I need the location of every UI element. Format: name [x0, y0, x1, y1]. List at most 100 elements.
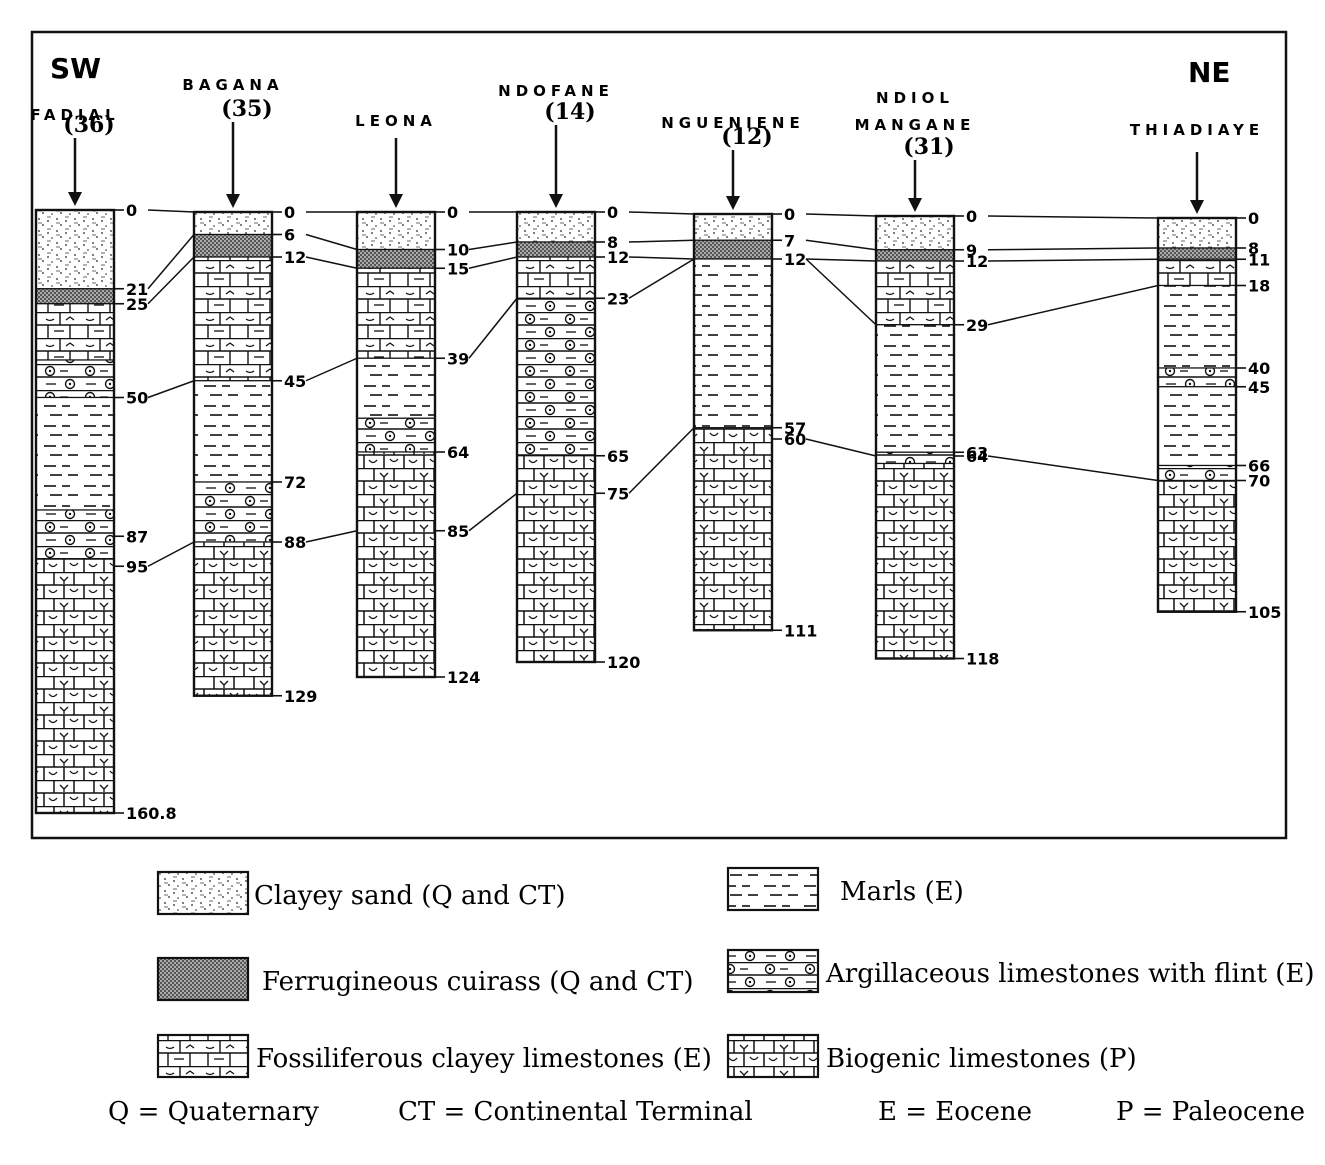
layer-marls [875, 324, 955, 453]
correlation-line [628, 427, 695, 494]
correlation-line [805, 258, 877, 326]
correlation-line [147, 256, 195, 305]
abbreviation-label: P = Paleocene [1116, 1097, 1305, 1127]
layer-fossiliferous [516, 256, 596, 299]
layer-marls [693, 258, 773, 429]
correlation-line [147, 209, 195, 213]
diagram-frame [30, 30, 1288, 840]
abbreviation-label: CT = Continental Terminal [398, 1097, 753, 1127]
correlation-line [468, 297, 518, 359]
well-arrow-head-icon [1190, 200, 1204, 214]
correlation-line [628, 256, 695, 260]
depth-label: 60 [784, 430, 806, 449]
layer-marls [1157, 284, 1237, 369]
layer-cuirass [1157, 247, 1237, 260]
depth-label: 105 [1248, 603, 1281, 622]
layer-clayey_sand [1157, 217, 1237, 249]
depth-label: 11 [1248, 250, 1270, 269]
layer-biogenic [35, 558, 115, 814]
legend-swatch-fossiliferous [156, 1033, 250, 1079]
abbreviation-label: Q = Quaternary [108, 1097, 319, 1127]
legend-swatch-cuirass [156, 956, 250, 1002]
depth-label: 18 [1248, 277, 1270, 296]
depth-label: 95 [126, 557, 148, 576]
depth-label: 8 [1248, 239, 1259, 258]
well-name: BAGANA [182, 76, 283, 94]
layer-cuirass [356, 248, 436, 269]
correlation-line [628, 211, 695, 215]
correlation-line [987, 247, 1159, 251]
layer-biogenic [516, 455, 596, 663]
layer-cuirass [193, 233, 273, 258]
depth-label: 118 [966, 650, 999, 669]
depth-label: 12 [784, 250, 806, 269]
layer-argillaceous_flint [875, 451, 955, 465]
well-arrow-head-icon [549, 194, 563, 208]
depth-label: 88 [284, 533, 306, 552]
depth-label: 0 [284, 203, 295, 222]
legend-label: Fossiliferous clayey limestones (E) [256, 1044, 712, 1074]
well-arrow-head-icon [68, 192, 82, 206]
well-number: (36) [63, 112, 114, 138]
depth-label: 63 [966, 443, 988, 462]
layer-argillaceous_flint [1157, 367, 1237, 388]
legend-label: Biogenic limestones (P) [826, 1044, 1137, 1074]
correlation-line [987, 258, 1159, 262]
well-name: NDIOL [876, 89, 954, 107]
depth-label: 40 [1248, 359, 1270, 378]
depth-label: 21 [126, 280, 148, 299]
correlation-line [805, 213, 877, 217]
depth-label: 57 [784, 419, 806, 438]
layer-biogenic [1157, 479, 1237, 613]
depth-label: 45 [284, 372, 306, 391]
layer-marls [1157, 386, 1237, 467]
well-outline [34, 208, 116, 815]
well-outline [192, 210, 274, 697]
well-name: THIADIAYE [1130, 121, 1264, 139]
layer-argillaceous_flint [516, 297, 596, 457]
legend-label: Marls (E) [840, 877, 964, 907]
well-number: (14) [544, 99, 595, 125]
correlation-lines [147, 209, 1159, 567]
depth-label: 0 [1248, 209, 1259, 228]
depth-label: 160.8 [126, 804, 177, 823]
depth-label: 64 [966, 447, 988, 466]
depth-label: 6 [284, 226, 295, 245]
layer-marls [356, 357, 436, 419]
layer-fossiliferous [35, 303, 115, 361]
layer-clayey_sand [516, 211, 596, 243]
depth-label: 12 [284, 248, 306, 267]
depth-label: 70 [1248, 472, 1270, 491]
depth-label: 124 [447, 668, 480, 687]
depth-label: 85 [447, 522, 469, 541]
depth-label: 120 [607, 653, 640, 672]
depth-label: 25 [126, 295, 148, 314]
well-arrow-head-icon [726, 196, 740, 210]
depth-label: 12 [607, 248, 629, 267]
legend-swatch-clayey_sand [156, 870, 250, 916]
layer-clayey_sand [35, 209, 115, 290]
abbreviation-label: E = Eocene [878, 1097, 1032, 1127]
correlation-line [468, 241, 518, 251]
depth-label: 75 [607, 484, 629, 503]
layer-clayey_sand [193, 211, 273, 236]
depth-label: 39 [447, 349, 469, 368]
wells-layer: FADIAL(36)02125508795160.8BAGANA(35)0612… [30, 76, 1281, 823]
layer-biogenic [356, 451, 436, 678]
layer-marls [193, 380, 273, 483]
well-name: NGUENIENE [661, 114, 804, 132]
well-name: MANGANE [855, 116, 976, 134]
layer-argillaceous_flint [1157, 464, 1237, 482]
legend-label: Ferrugineous cuirass (Q and CT) [262, 967, 693, 997]
depth-label: 0 [966, 207, 977, 226]
layer-biogenic [693, 427, 773, 631]
depth-label: 129 [284, 687, 317, 706]
correlation-line [628, 258, 695, 299]
correlation-line [628, 239, 695, 243]
correlation-line [805, 258, 877, 262]
